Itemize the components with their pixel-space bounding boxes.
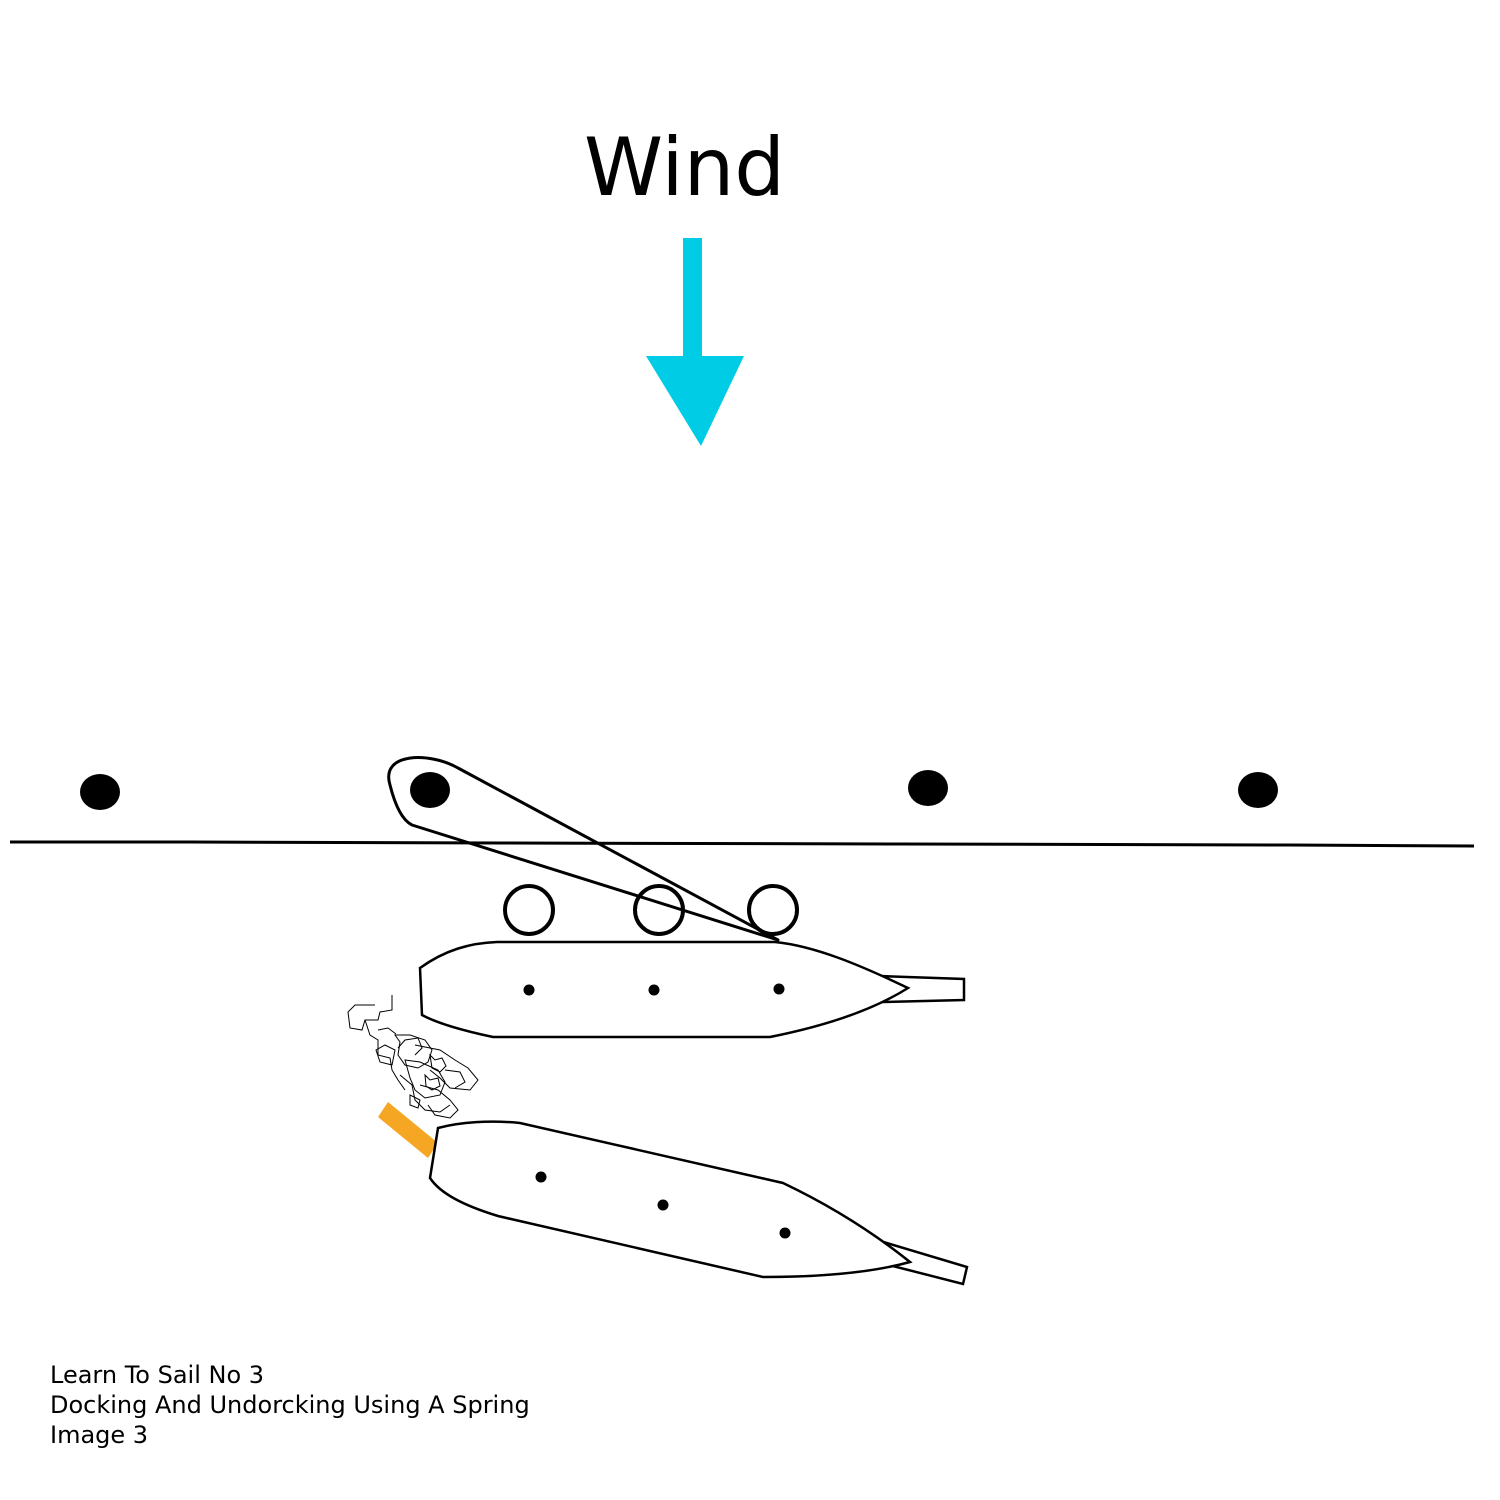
cleat (523, 984, 535, 996)
propwash-scribble (347, 995, 479, 1119)
cleat (535, 1171, 547, 1183)
fender (633, 884, 685, 936)
fender (747, 884, 799, 936)
cleat (648, 984, 660, 996)
fender (503, 884, 555, 936)
wind-label: Wind (584, 121, 786, 214)
departing-boat (428, 1120, 969, 1286)
dock-edge (10, 840, 1475, 848)
spring-line (387, 756, 780, 942)
caption-title: Learn To Sail No 3 (50, 1361, 265, 1389)
fender-board (378, 1102, 438, 1158)
docked-boat (418, 940, 966, 1039)
cleat (779, 1227, 791, 1239)
caption-subtitle: Docking And Undorcking Using A Spring (50, 1391, 530, 1419)
caption-image-number: Image 3 (50, 1421, 149, 1449)
wind-arrow-icon (646, 238, 744, 446)
bollard (1238, 772, 1278, 808)
bollard (908, 770, 948, 806)
hull (418, 940, 911, 1039)
cleat (773, 983, 785, 995)
bollard (410, 772, 450, 808)
caption: Learn To Sail No 3 Docking And Undorckin… (50, 1360, 530, 1450)
cleat (657, 1199, 669, 1211)
hull (428, 1120, 913, 1279)
bollard (80, 774, 120, 810)
